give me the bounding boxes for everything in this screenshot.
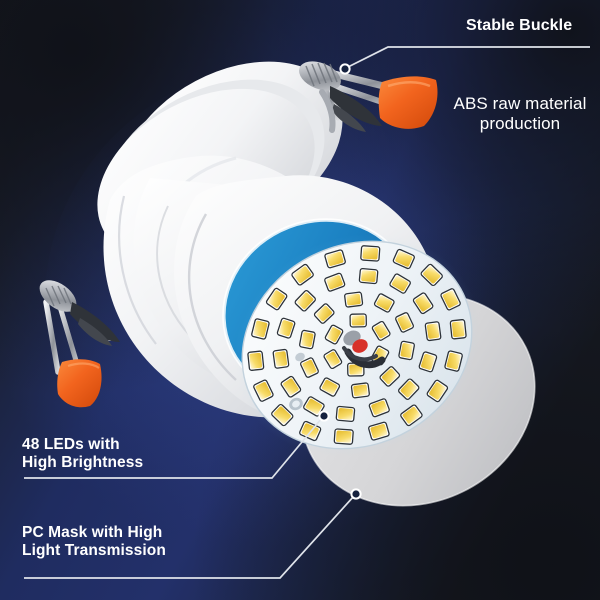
dot-48-leds: [318, 410, 330, 422]
leader-lines: [24, 46, 590, 579]
coil-spring: [299, 61, 341, 91]
label-abs-raw-material: ABS raw material production: [453, 94, 587, 134]
dot-stable-buckle: [339, 63, 351, 75]
leader-48-leds: [24, 417, 323, 479]
spring-clip-top: [299, 61, 438, 133]
leader-stable-buckle: [347, 46, 590, 68]
leader-pc-mask: [24, 495, 355, 579]
label-stable-buckle: Stable Buckle: [466, 17, 573, 34]
dot-pc-mask: [350, 488, 362, 500]
leader-dots: [318, 63, 362, 500]
label-pc-mask: PC Mask with High Light Transmission: [22, 524, 166, 560]
spring-clip-left: [39, 280, 120, 408]
led-chips: [247, 245, 467, 445]
led-board: [234, 233, 480, 457]
coil-spring: [39, 280, 77, 312]
label-48-leds: 48 LEDs with High Brightness: [22, 436, 144, 472]
wire-connector: [342, 330, 386, 369]
